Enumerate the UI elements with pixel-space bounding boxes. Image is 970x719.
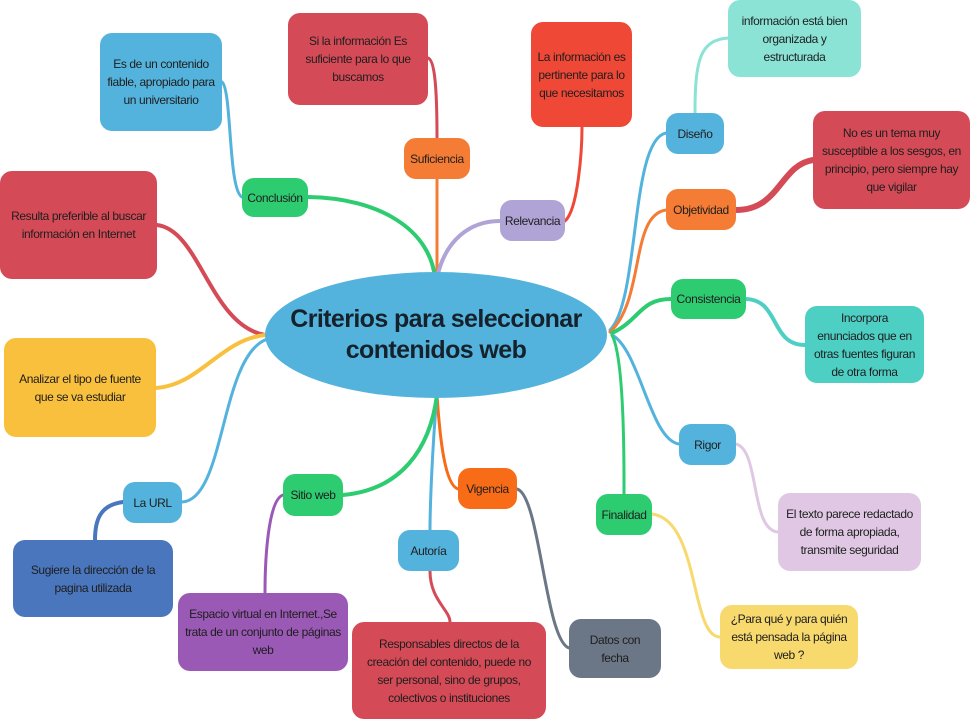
central-topic-line1: Criterios para seleccionar — [290, 305, 582, 333]
connector-vigencia — [435, 393, 460, 491]
node-label: ¿Para qué y para quién está pensada la p… — [730, 612, 848, 662]
node-label: Finalidad — [601, 507, 647, 522]
node-objetividad-detail[interactable]: No es un tema muy susceptible a los sesg… — [813, 111, 970, 209]
node-suficiencia[interactable]: Suficiencia — [404, 138, 470, 179]
connector-relevancia — [435, 219, 502, 280]
central-topic[interactable]: Criterios para seleccionar contenidos we… — [265, 272, 607, 398]
connector-relevancia-detail — [563, 125, 584, 223]
connector-la-url — [180, 338, 267, 504]
node-vigencia-detail[interactable]: Datos con fecha — [569, 619, 661, 678]
node-diseno-detail[interactable]: información está bien organizada y estru… — [728, 0, 861, 77]
node-label: Sugiere la dirección de la pagina utiliz… — [30, 562, 156, 595]
connector-analizar-fuente — [154, 333, 267, 390]
node-conclusion[interactable]: Conclusión — [242, 178, 308, 217]
connector-rigor — [610, 333, 681, 446]
connector-finalidad-detail — [650, 512, 722, 639]
node-consistencia-detail[interactable]: Incorpora enunciados que en otras fuente… — [805, 306, 924, 383]
node-rigor[interactable]: Rigor — [679, 424, 736, 465]
connector-conclusion-detail — [220, 80, 244, 199]
node-label: Es de un contenido fiable, apropiado par… — [107, 57, 215, 107]
connector-vigencia-detail — [515, 487, 571, 650]
node-rigor-detail[interactable]: El texto parece redactado de forma aprop… — [778, 493, 921, 571]
node-autoria[interactable]: Autoría — [398, 530, 459, 571]
node-autoria-detail[interactable]: Responsables directos de la creación del… — [352, 622, 546, 719]
connector-consistencia — [610, 297, 673, 335]
node-vigencia[interactable]: Vigencia — [458, 468, 517, 509]
node-finalidad-detail[interactable]: ¿Para qué y para quién está pensada la p… — [720, 605, 858, 669]
connector-diseno — [608, 131, 668, 332]
connector-resulta-preferible — [155, 223, 267, 337]
node-relevancia[interactable]: Relevancia — [500, 200, 565, 241]
node-label: Diseño — [677, 126, 713, 141]
node-consistencia[interactable]: Consistencia — [671, 279, 746, 319]
node-label: Incorpora enunciados que en otras fuente… — [813, 310, 915, 379]
node-sitio-web[interactable]: Sitio web — [283, 474, 343, 516]
node-label: Suficiencia — [410, 151, 464, 166]
node-label: Resulta preferible al buscar información… — [11, 209, 146, 241]
central-topic-line2: contenidos web — [345, 336, 527, 364]
connector-autoria-detail — [428, 569, 452, 624]
node-diseno[interactable]: Diseño — [666, 113, 724, 154]
node-relevancia-detail[interactable]: La información es pertinente para lo que… — [531, 22, 632, 127]
connector-la-url-detail — [93, 500, 125, 542]
node-label: Vigencia — [466, 481, 509, 496]
node-label: Analizar el tipo de fuente que se va est… — [19, 371, 141, 404]
node-label: La URL — [133, 495, 172, 510]
node-label: Datos con fecha — [589, 632, 641, 665]
node-label: Espacio virtual en Internet.,Se trata de… — [185, 607, 341, 657]
connector-objetividad-detail — [733, 157, 816, 213]
connector-diseno-detail — [693, 36, 730, 115]
node-label: Responsables directos de la creación del… — [366, 636, 531, 705]
node-label: Si la información Es suficiente para lo … — [305, 34, 411, 84]
connector-sitio-web — [341, 393, 439, 497]
connector-objetividad — [608, 208, 668, 334]
node-label: Autoría — [410, 543, 447, 558]
connector-sitio-web-detail — [263, 493, 285, 595]
node-label: No es un tema muy susceptible a los sesg… — [822, 126, 961, 194]
node-label: Consistencia — [676, 292, 741, 306]
node-resulta-preferible[interactable]: Resulta preferible al buscar información… — [0, 171, 157, 279]
node-label: información está bien organizada y estru… — [741, 13, 848, 64]
node-la-url[interactable]: La URL — [123, 482, 182, 523]
node-label: Objetividad — [673, 202, 729, 217]
node-label: Conclusión — [247, 190, 303, 205]
node-label: El texto parece redactado de forma aprop… — [786, 507, 913, 557]
node-label: Relevancia — [504, 213, 561, 228]
node-label: Rigor — [694, 437, 721, 452]
node-la-url-detail[interactable]: Sugiere la dirección de la pagina utiliz… — [13, 540, 173, 617]
node-finalidad[interactable]: Finalidad — [596, 494, 652, 535]
node-objetividad[interactable]: Objetividad — [666, 189, 736, 230]
node-conclusion-detail[interactable]: Es de un contenido fiable, apropiado par… — [100, 33, 222, 131]
connector-suficiencia-detail — [426, 56, 439, 140]
node-label: La información es pertinente para lo que… — [537, 49, 626, 100]
connector-rigor-detail — [734, 442, 780, 534]
node-sitio-web-detail[interactable]: Espacio virtual en Internet.,Se trata de… — [178, 593, 348, 671]
connector-finalidad — [610, 333, 626, 496]
node-label: Sitio web — [290, 488, 336, 502]
node-suficiencia-detail[interactable]: Si la información Es suficiente para lo … — [288, 13, 428, 105]
connector-conclusion — [306, 195, 437, 280]
node-analizar-fuente[interactable]: Analizar el tipo de fuente que se va est… — [4, 338, 156, 437]
connector-consistencia-detail — [744, 297, 807, 347]
